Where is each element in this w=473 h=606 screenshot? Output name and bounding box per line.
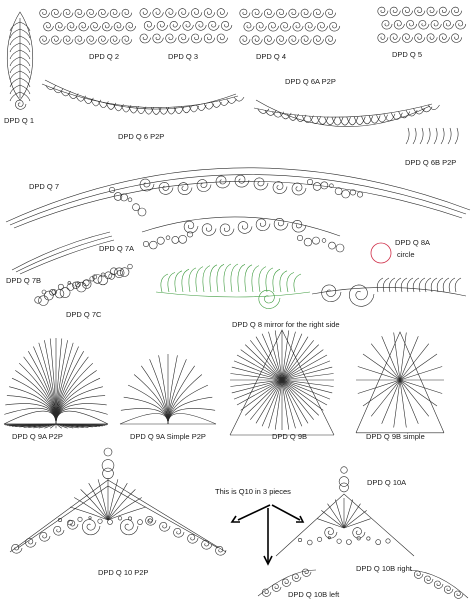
q8-feather-border [155,263,467,309]
label-q3: DPD Q 3 [168,52,199,61]
q8a-circle [370,242,392,264]
label-q7a: DPD Q 7A [99,244,135,253]
q7b-swoosh-lines [11,231,115,275]
label-q10: DPD Q 10 P2P [98,568,149,577]
note-q10-pieces: This is Q10 in 3 pieces [215,487,291,496]
label-q8a-sub: circle [397,250,415,259]
label-q8a: DPD Q 8A [395,238,431,247]
label-q9a: DPD Q 9A P2P [12,432,63,441]
label-q5: DPD Q 5 [392,50,423,59]
label-q8: DPD Q 8 mirror for the right side [232,320,340,329]
q10-triangle-motifs [9,447,469,599]
label-q9b-simple: DPD Q 9B simple [366,432,425,441]
label-q2: DPD Q 2 [89,52,120,61]
q7a-arc-border [141,216,345,253]
q7-arc-border [5,167,471,229]
label-q10b-right: DPD Q 10B right [356,564,412,573]
q9-sunburst-motifs [3,329,445,436]
label-q10a: DPD Q 10A [367,478,407,487]
label-q1: DPD Q 1 [4,116,35,125]
label-q9b: DPD Q 9B [272,432,308,441]
label-q7b: DPD Q 7B [6,276,42,285]
label-q4: DPD Q 4 [256,52,287,61]
label-q10b-left: DPD Q 10B left [288,590,340,599]
scroll-rows [39,6,467,45]
label-q6: DPD Q 6 P2P [118,132,165,141]
label-q9a-simple: DPD Q 9A Simple P2P [130,432,206,441]
q6-feather-arc [41,79,440,127]
q1-feather-motif [6,11,34,110]
label-q6b: DPD Q 6B P2P [405,158,457,167]
label-q7: DPD Q 7 [29,182,60,191]
q6b-feather-tail [405,127,459,145]
q7c-bubble-row [34,263,133,306]
label-q6a: DPD Q 6A P2P [285,77,336,86]
label-q7c: DPD Q 7C [66,310,102,319]
pointer-arrows [230,504,305,566]
